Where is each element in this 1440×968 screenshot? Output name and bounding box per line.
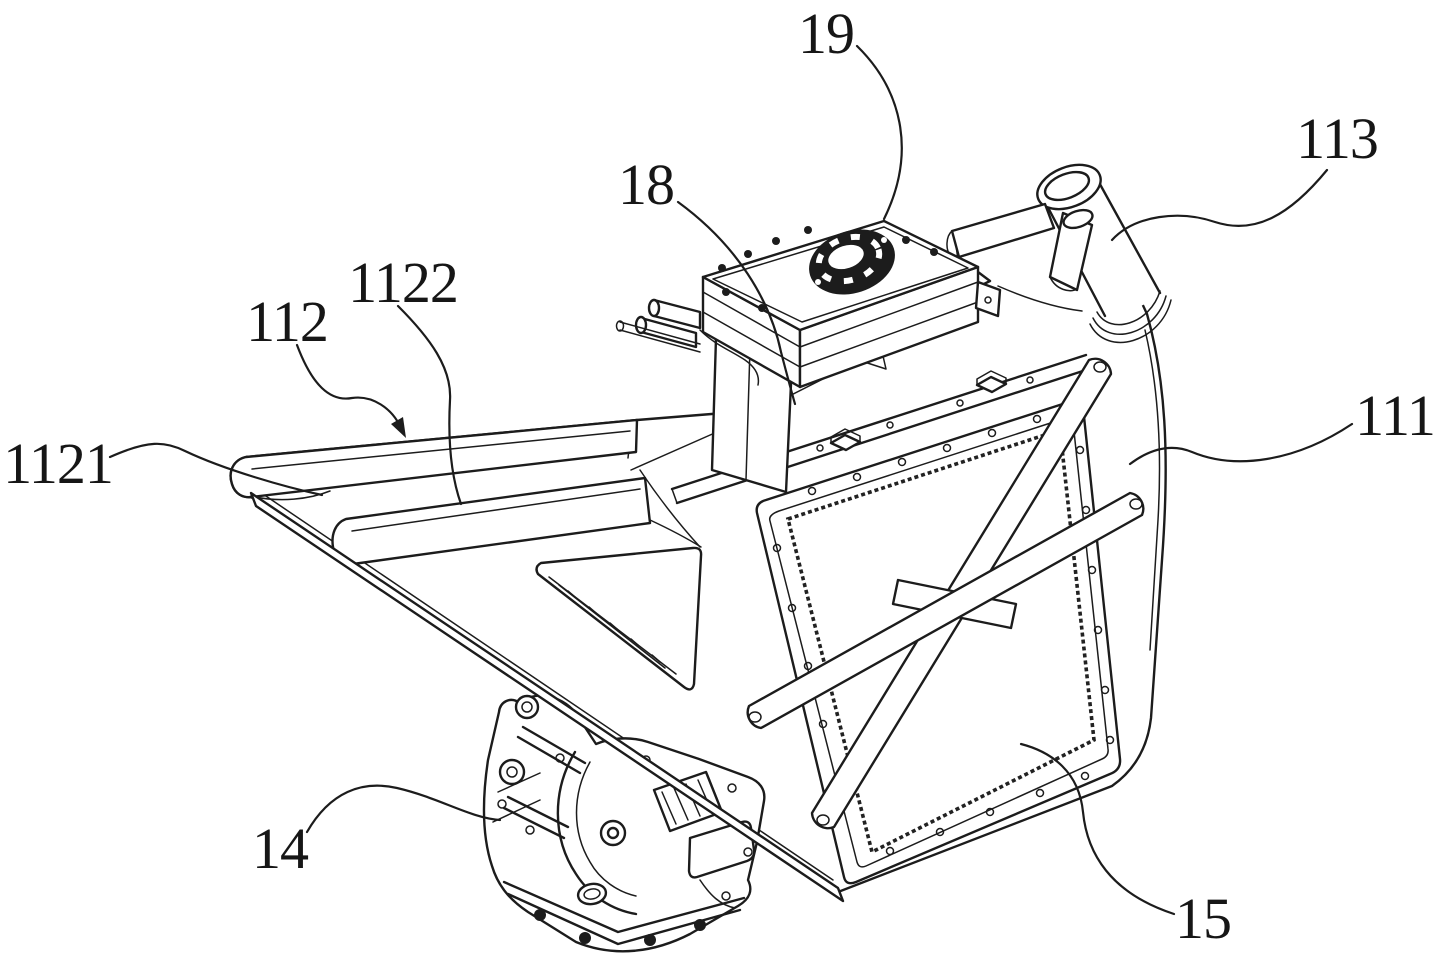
leader-14 bbox=[305, 784, 502, 834]
leader-112-arrowhead bbox=[391, 417, 406, 438]
leader-19 bbox=[855, 44, 903, 221]
controller-top-bolts bbox=[718, 226, 938, 312]
controller-assembly bbox=[615, 219, 1002, 494]
frame-cutout bbox=[535, 546, 703, 691]
ref-label-19: 19 bbox=[798, 1, 855, 66]
steering-stop-cylinder bbox=[1048, 208, 1094, 292]
leader-lines bbox=[108, 44, 1354, 916]
leader-1121 bbox=[108, 442, 324, 497]
ref-label-1122: 1122 bbox=[348, 250, 459, 315]
cooling-fan bbox=[809, 229, 895, 295]
ref-label-18: 18 bbox=[618, 152, 675, 217]
motor-shaft-boss bbox=[599, 819, 627, 847]
leader-111 bbox=[1128, 422, 1354, 466]
leader-112 bbox=[295, 343, 403, 430]
leader-15 bbox=[1019, 742, 1176, 916]
ref-label-14: 14 bbox=[252, 816, 309, 881]
controller-bracket bbox=[974, 280, 1002, 318]
leader-1122 bbox=[396, 304, 463, 506]
frame-bottom-edge bbox=[249, 491, 845, 903]
diagonal-braces bbox=[746, 357, 1145, 830]
ref-label-15: 15 bbox=[1175, 886, 1232, 951]
leader-18 bbox=[676, 200, 797, 406]
ref-label-111: 111 bbox=[1355, 383, 1436, 448]
panel-bolts bbox=[772, 414, 1115, 856]
head-tube-rim bbox=[1036, 163, 1102, 211]
ref-label-113: 113 bbox=[1296, 106, 1379, 171]
panel-gasket bbox=[785, 427, 1096, 855]
brace-shallow bbox=[746, 491, 1145, 730]
controller-connectors bbox=[615, 298, 760, 386]
ref-label-112: 112 bbox=[246, 289, 329, 354]
motor-assembly bbox=[482, 694, 766, 953]
ref-label-1121: 1121 bbox=[3, 431, 114, 496]
leader-113 bbox=[1110, 168, 1329, 242]
